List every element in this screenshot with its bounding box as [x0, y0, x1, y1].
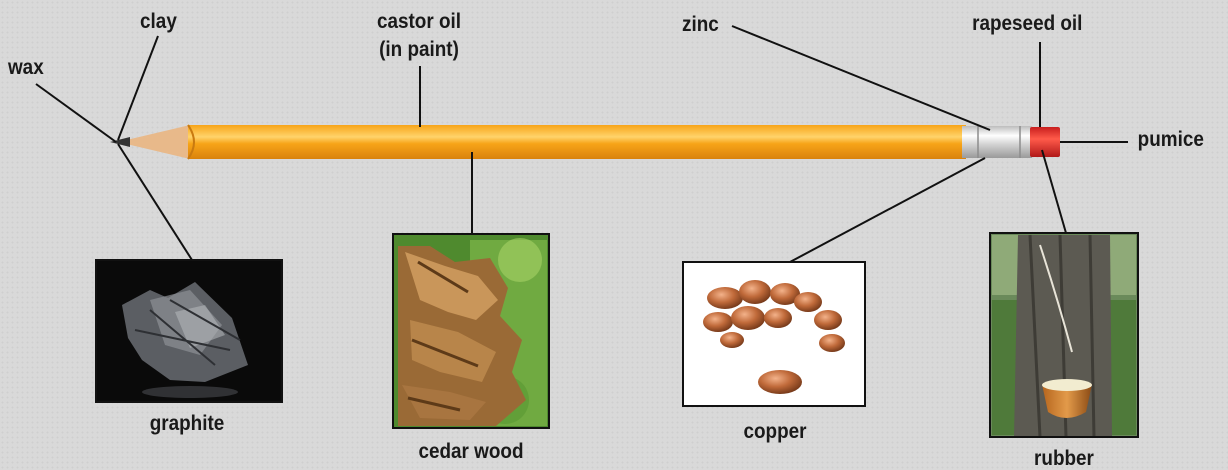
copper-nugget — [739, 280, 771, 304]
copper-nugget — [794, 292, 822, 312]
copper-photo — [683, 262, 865, 406]
clay-label: clay — [140, 10, 177, 33]
cedar-wood-photo — [393, 234, 549, 428]
copper-nugget — [720, 332, 744, 348]
rubber-caption: rubber — [1001, 447, 1127, 470]
zinc-leader — [732, 26, 990, 130]
clay-leader — [118, 36, 158, 140]
copper-nugget — [731, 306, 765, 330]
castor-oil-label-line1: castor oil — [366, 10, 472, 33]
rubber-leader — [1042, 150, 1066, 233]
copper-nugget — [819, 334, 845, 352]
pencil-eraser — [1030, 127, 1060, 157]
pencil-body — [188, 125, 966, 159]
cedar-wood-caption: cedar wood — [404, 440, 539, 463]
copper-leader — [790, 158, 985, 262]
graphite-photo — [96, 260, 282, 402]
graphite-leader — [118, 144, 192, 260]
zinc-label: zinc — [682, 13, 719, 36]
wax-label: wax — [8, 56, 44, 79]
copper-nugget — [814, 310, 842, 330]
pumice-label: pumice — [1138, 128, 1204, 151]
copper-nugget — [707, 287, 743, 309]
pencil — [110, 125, 1060, 159]
rapeseed-oil-label: rapeseed oil — [972, 12, 1082, 35]
copper-nugget — [703, 312, 733, 332]
wax-leader — [36, 84, 116, 142]
graphite-caption: graphite — [120, 412, 255, 435]
rubber-photo — [990, 233, 1138, 437]
copper-nugget — [758, 370, 802, 394]
pencil-ferrule — [962, 126, 1032, 158]
copper-caption: copper — [708, 420, 843, 443]
copper-nugget — [764, 308, 792, 328]
castor-oil-label-line2: (in paint) — [366, 38, 472, 61]
